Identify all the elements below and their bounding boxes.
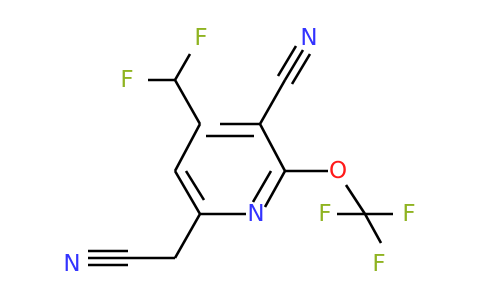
bond-chf2-f-top [173,53,192,81]
triple-bond-top-c [290,53,312,85]
ring-double-bond-c2-n1-inner [251,170,273,203]
bond-c3-nitrile-carbon [258,79,287,125]
atom-label-fluorine-top: F [194,25,207,51]
atom-label-ether-oxygen: O [329,158,347,184]
bond-cf3-f-bottom [363,213,383,244]
triple-bond-top-b [283,49,305,81]
bond-c6-ch2 [173,213,202,259]
atom-label-cf3-fluorine-right: F [402,201,415,227]
atom-label-cf3-fluorine-left: F [318,201,331,227]
bond-c4-chf2 [173,79,202,125]
ring-bond-c2-n1 [263,170,287,208]
ring-bond-c3-c2 [258,123,287,172]
bond-oxygen-cf3 [344,184,367,215]
ring-double-bond-c6-c5-inner [184,170,206,201]
atom-label-ring-nitrogen: N [247,201,264,227]
atom-label-nitrile-nitrogen-bottom: N [63,251,80,277]
triple-bond-top-a [276,45,298,77]
atom-label-cf3-fluorine-bottom: F [372,251,385,277]
ring-bond-c6-c5 [173,170,202,215]
atom-label-nitrile-nitrogen-top: N [300,25,317,51]
ring-bond-c5-c4 [173,123,202,172]
atom-label-fluorine-left: F [120,67,133,93]
